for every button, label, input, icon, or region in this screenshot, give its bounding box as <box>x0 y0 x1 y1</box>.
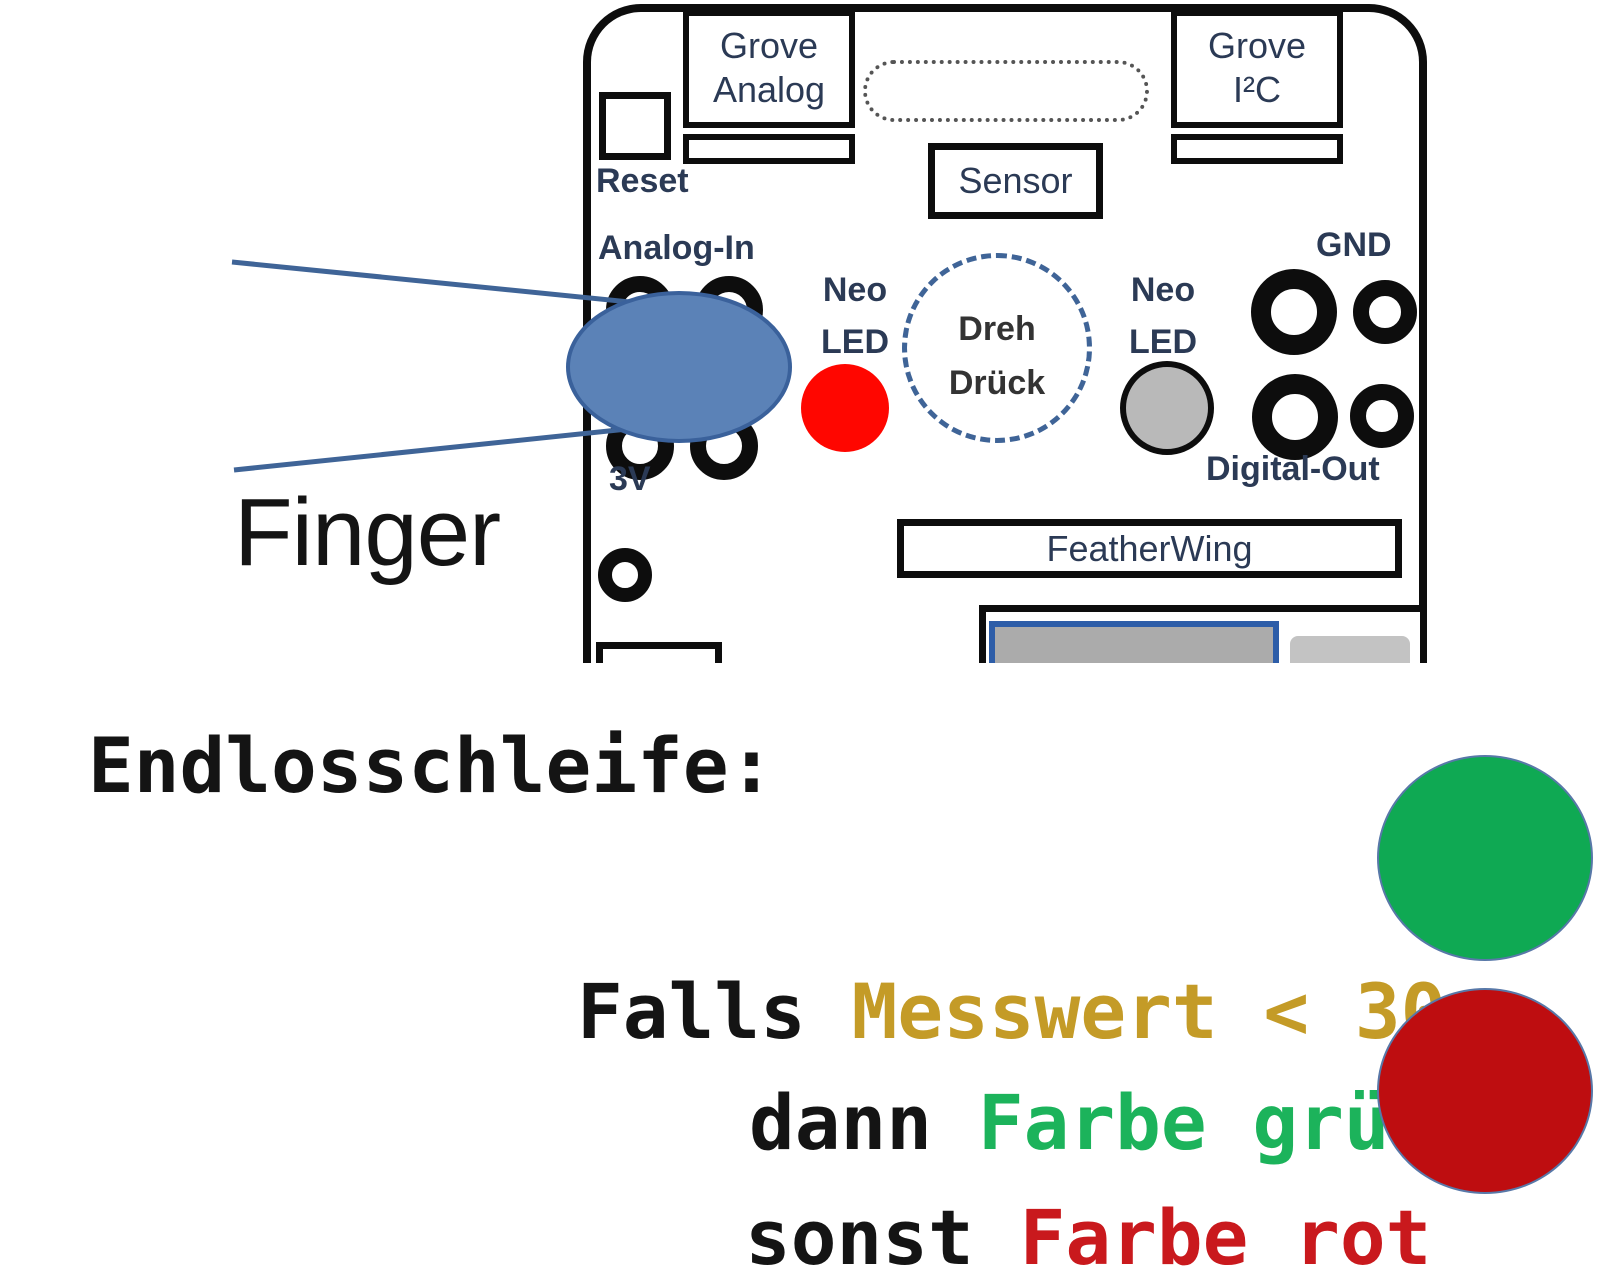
usb-port <box>989 621 1279 663</box>
grove-analog-label: Grove Analog <box>689 16 849 112</box>
neo-led-right-label: Neo LED <box>1106 264 1220 368</box>
dreh-drueck-label: Dreh Drück <box>907 302 1087 410</box>
analog-pin <box>690 412 758 480</box>
featherwing-box: FeatherWing <box>897 519 1402 578</box>
analog-pin <box>695 276 763 344</box>
red-result-circle <box>1377 988 1593 1194</box>
grove-i2c-socket <box>1171 134 1343 164</box>
grove-analog-socket <box>683 134 855 164</box>
reset-button <box>599 92 671 160</box>
neo-led-gray-indicator <box>1120 361 1214 455</box>
analog-pin <box>606 276 674 344</box>
digital-out-pin-large <box>1252 374 1338 460</box>
usb-plug <box>1290 636 1410 663</box>
grove-analog-line2: Analog <box>712 69 826 110</box>
sensor-box: Sensor <box>928 143 1103 219</box>
three-volt-label: 3V <box>609 460 651 498</box>
gnd-label: GND <box>1316 226 1392 264</box>
neo-led-red-indicator <box>801 364 889 452</box>
neo-led-left-line2: LED <box>821 323 889 361</box>
digital-out-pin-small <box>1350 384 1414 448</box>
digital-out-label: Digital-Out <box>1206 450 1380 488</box>
sensor-label: Sensor <box>958 160 1073 201</box>
grove-i2c-line2: I²C <box>1233 69 1281 110</box>
battery-connector <box>596 642 722 663</box>
grove-i2c-line1: Grove <box>1207 25 1307 66</box>
grove-analog-line1: Grove <box>719 25 819 66</box>
pseudocode-line-sonst: sonst Farbe rot <box>562 1118 1431 1268</box>
pseudocode-title: Endlosschleife: <box>88 721 775 810</box>
keyword-sonst: sonst <box>745 1193 1020 1268</box>
rotary-encoder-outline: Dreh Drück <box>902 253 1092 443</box>
green-result-circle <box>1377 755 1593 961</box>
keyword-dann: dann <box>749 1078 978 1167</box>
grove-i2c-label: Grove I²C <box>1177 16 1337 112</box>
mount-hole <box>598 548 652 602</box>
action-farbe-rot: Farbe rot <box>1019 1193 1432 1268</box>
grove-i2c-connector: Grove I²C <box>1171 10 1343 128</box>
reset-label: Reset <box>596 162 689 200</box>
grove-analog-connector: Grove Analog <box>683 10 855 128</box>
board-figure: Grove Analog Grove I²C Reset Sensor Anal… <box>231 4 1427 663</box>
neo-led-left-line1: Neo <box>822 271 888 309</box>
neo-led-right-line2: LED <box>1129 323 1197 361</box>
keyword-falls: Falls <box>577 967 852 1056</box>
neo-led-right-line1: Neo <box>1130 271 1196 309</box>
finger-caption: Finger <box>234 479 501 586</box>
drueck-line: Drück <box>948 364 1046 402</box>
neo-led-left-label: Neo LED <box>798 264 912 368</box>
gnd-pin-large <box>1251 269 1337 355</box>
featherwing-label: FeatherWing <box>1046 528 1253 569</box>
dotted-component-outline <box>863 60 1149 122</box>
analog-in-label: Analog-In <box>598 229 755 267</box>
dreh-line: Dreh <box>958 310 1036 348</box>
gnd-pin-small <box>1353 280 1417 344</box>
